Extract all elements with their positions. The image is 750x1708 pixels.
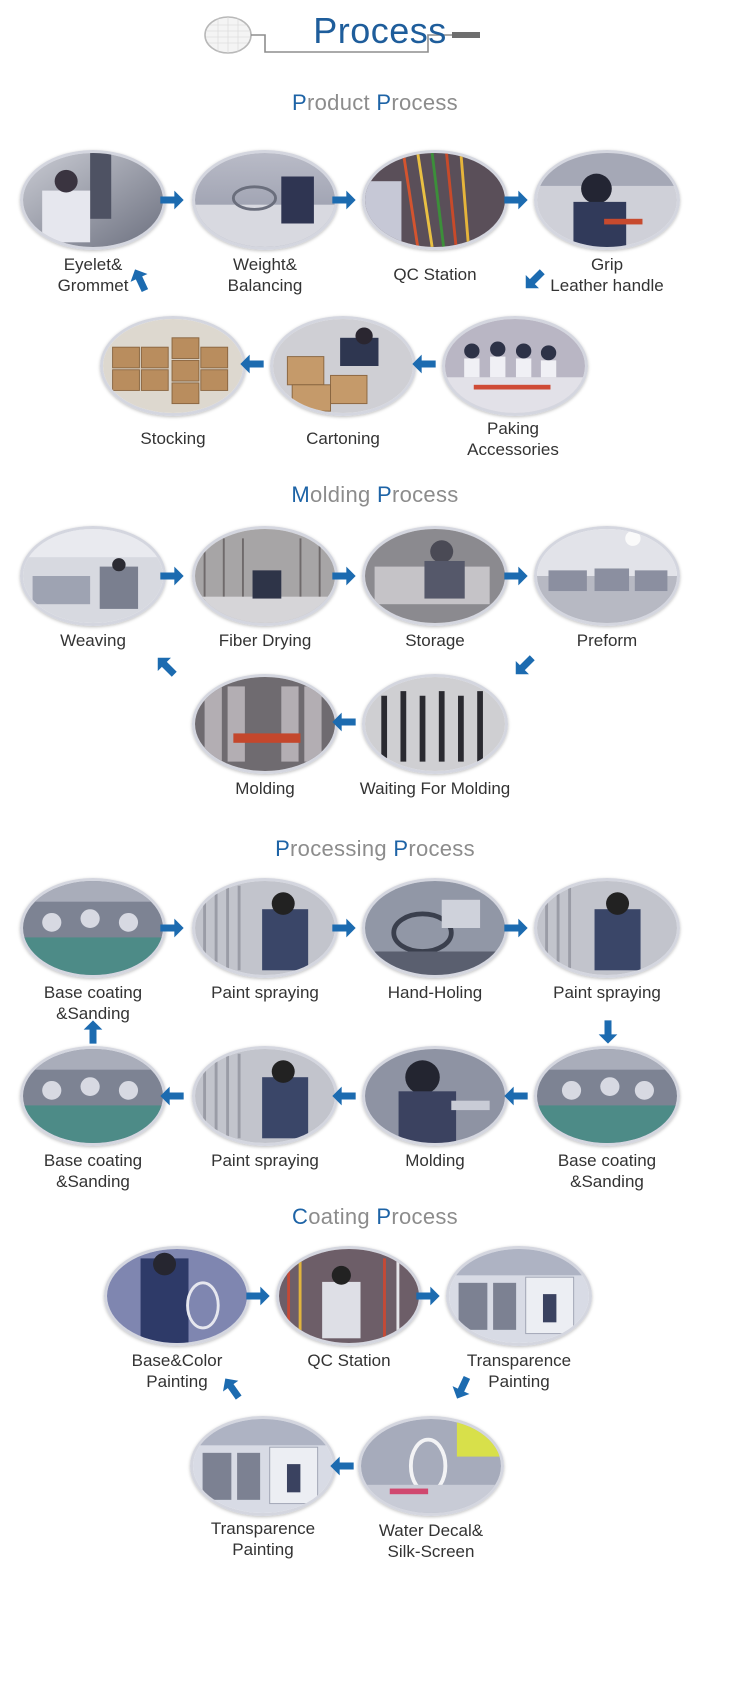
arrow-right-icon: [502, 562, 530, 590]
arrow-up-icon: [79, 1018, 107, 1046]
step-photo-base-color-painting: [104, 1246, 250, 1346]
step-caption: Storage: [405, 631, 465, 650]
step-caption: Base coating&Sanding: [43, 1151, 143, 1191]
step-caption: Molding: [405, 1151, 465, 1170]
arrow-up-left-icon: [218, 1374, 246, 1402]
step-photo-weight-balancing: [192, 150, 338, 250]
step-photo-paint-spraying: [192, 878, 338, 978]
step-photo-paking-accessories: [442, 316, 588, 416]
step-photo-cartoning: [270, 316, 416, 416]
arrow-down-left-icon: [510, 652, 538, 680]
section-title-molding: Molding Process: [291, 482, 459, 507]
arrow-left-icon: [158, 1082, 186, 1110]
arrow-down-left-icon: [520, 266, 548, 294]
step-caption: QC Station: [393, 265, 477, 284]
step-caption: Base coating&Sanding: [43, 983, 143, 1023]
step-photo-transparence-painting: [446, 1246, 592, 1346]
step-caption: Fiber Drying: [218, 631, 312, 650]
step-photo-preform: [534, 526, 680, 626]
section-title-processing: Processing Process: [275, 836, 475, 861]
arrow-up-left-icon: [152, 652, 180, 680]
step-caption: Paint spraying: [553, 983, 661, 1002]
arrow-up-left-icon: [126, 266, 154, 294]
arrow-right-icon: [330, 562, 358, 590]
arrow-down-left-icon: [448, 1374, 476, 1402]
step-caption: Paint spraying: [211, 1151, 319, 1170]
step-photo-transparence-painting-2: [190, 1416, 336, 1516]
step-photo-paint-spraying-2: [534, 878, 680, 978]
step-photo-hand-holing: [362, 878, 508, 978]
step-caption: Stocking: [140, 429, 206, 448]
step-photo-water-decal: [358, 1416, 504, 1516]
section-title-coating: Coating Process: [292, 1204, 458, 1229]
arrow-left-icon: [238, 350, 266, 378]
step-photo-grip-leather: [534, 150, 680, 250]
step-photo-waiting-molding: [362, 674, 508, 774]
step-photo-paint-spraying-3: [192, 1046, 338, 1146]
step-photo-qc-station-2: [276, 1246, 422, 1346]
arrow-left-icon: [410, 350, 438, 378]
arrow-left-icon: [502, 1082, 530, 1110]
arrow-left-icon: [330, 1082, 358, 1110]
step-caption: Eyelet&Grommet: [57, 255, 129, 295]
step-photo-base-coating-sanding-3: [534, 1046, 680, 1146]
step-caption: Water Decal&Silk-Screen: [378, 1521, 484, 1561]
step-caption: QC Station: [307, 1351, 391, 1370]
arrow-right-icon: [330, 186, 358, 214]
step-photo-molding: [192, 674, 338, 774]
step-photo-eyelet-grommet: [20, 150, 166, 250]
step-caption: Weaving: [60, 631, 126, 650]
arrow-right-icon: [414, 1282, 442, 1310]
arrow-right-icon: [158, 914, 186, 942]
step-caption: Weight&Balancing: [227, 255, 303, 295]
arrow-left-icon: [330, 708, 358, 736]
arrow-right-icon: [502, 914, 530, 942]
step-photo-base-coating-sanding: [20, 878, 166, 978]
step-photo-stocking: [100, 316, 246, 416]
step-photo-molding-2: [362, 1046, 508, 1146]
step-photo-weaving: [20, 526, 166, 626]
page-title: Process: [313, 10, 447, 51]
header-ornament: [204, 16, 480, 54]
arrow-right-icon: [502, 186, 530, 214]
step-caption: Cartoning: [306, 429, 380, 448]
section-title-product: Product Process: [292, 90, 458, 115]
step-caption: Paint spraying: [211, 983, 319, 1002]
arrow-right-icon: [158, 562, 186, 590]
arrow-right-icon: [330, 914, 358, 942]
arrow-left-icon: [328, 1452, 356, 1480]
step-photo-qc-station: [362, 150, 508, 250]
step-caption: Molding: [235, 779, 295, 798]
step-photo-fiber-drying: [192, 526, 338, 626]
step-caption: Base coating&Sanding: [557, 1151, 657, 1191]
arrow-right-icon: [158, 186, 186, 214]
step-photo-base-coating-sanding-2: [20, 1046, 166, 1146]
arrow-down-icon: [594, 1018, 622, 1046]
step-caption: Hand-Holing: [387, 983, 483, 1002]
step-caption: Waiting For Molding: [359, 779, 511, 798]
arrow-right-icon: [244, 1282, 272, 1310]
step-caption: Preform: [576, 631, 638, 650]
step-photo-storage: [362, 526, 508, 626]
